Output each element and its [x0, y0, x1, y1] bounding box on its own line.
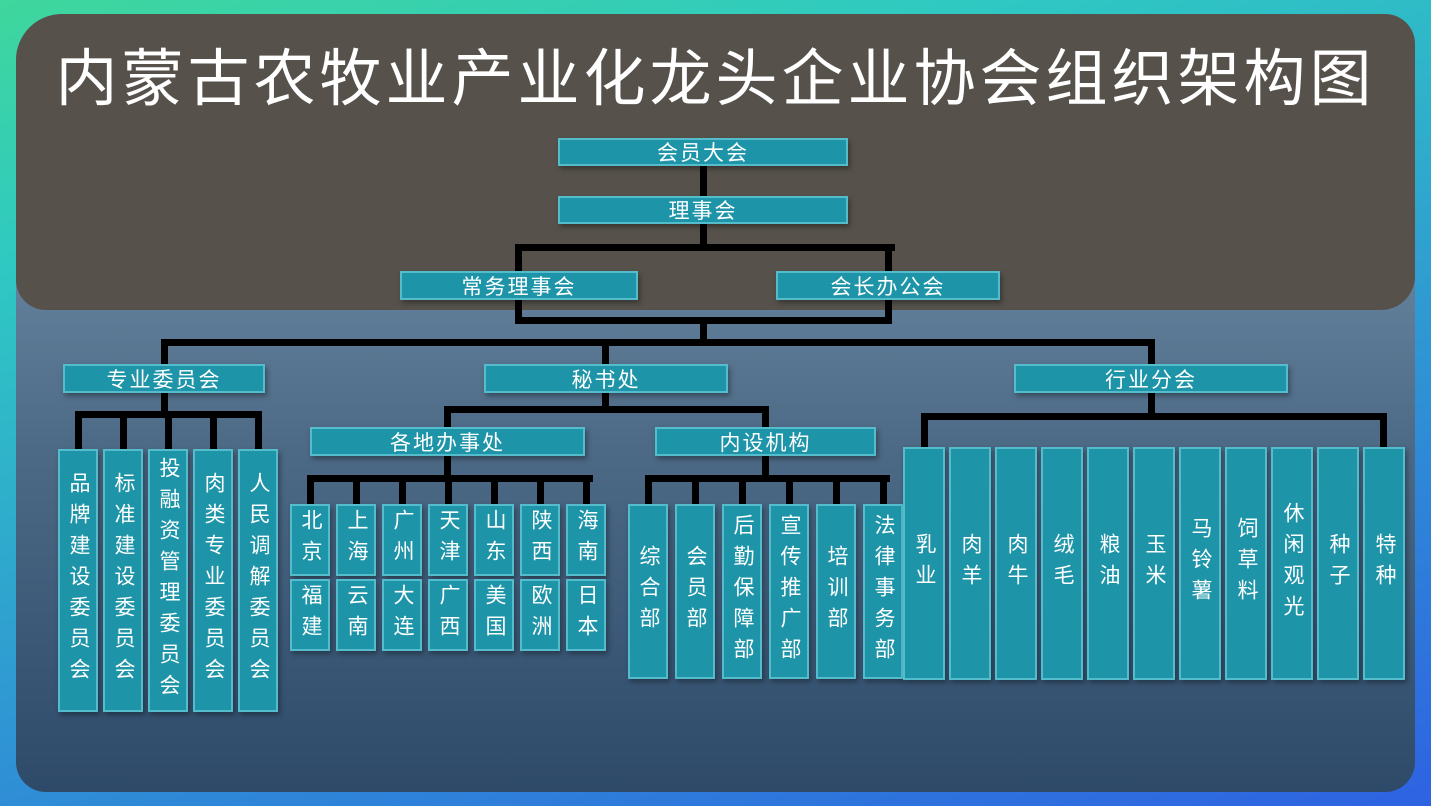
industry-box: 乳业 [903, 447, 945, 680]
industry-box: 肉羊 [949, 447, 991, 680]
office-box: 大连 [382, 579, 422, 651]
connector-line [120, 411, 127, 450]
department-box: 法律事务部 [863, 504, 903, 679]
connector-line [762, 455, 769, 477]
office-box: 美国 [474, 579, 514, 651]
connector-line [444, 406, 451, 428]
connector-line [1380, 413, 1387, 448]
connector-line [786, 475, 793, 505]
connector-line [537, 475, 544, 505]
office-box: 海南 [566, 504, 606, 576]
industry-box: 马铃薯 [1179, 447, 1221, 680]
office-box: 上海 [336, 504, 376, 576]
connector-line [921, 413, 1387, 420]
connector-line [700, 165, 707, 196]
connector-line [645, 475, 652, 505]
connector-line [885, 299, 892, 321]
connector-line [444, 455, 451, 477]
industry-box: 种子 [1317, 447, 1359, 680]
connector-line [255, 411, 262, 450]
committee-box: 投融资管理委员会 [148, 449, 188, 712]
committee-box: 品牌建设委员会 [58, 449, 98, 712]
node-council: 理事会 [558, 196, 848, 224]
office-box: 山东 [474, 504, 514, 576]
connector-line [75, 411, 82, 450]
office-box: 福建 [290, 579, 330, 651]
connector-line [833, 475, 840, 505]
connector-line [491, 475, 498, 505]
connector-line [602, 339, 609, 365]
node-standing-council: 常务理事会 [400, 271, 638, 300]
node-member-assembly: 会员大会 [558, 138, 848, 166]
committee-box: 人民调解委员会 [238, 449, 278, 712]
connector-line [692, 475, 699, 505]
node-regional-offices: 各地办事处 [310, 427, 585, 456]
page-title: 内蒙古农牧业产业化龙头企业协会组织架构图 [55, 45, 1376, 114]
connector-line [353, 475, 360, 505]
industry-box: 绒毛 [1041, 447, 1083, 680]
connector-line [210, 411, 217, 450]
connector-line [700, 223, 707, 247]
node-industry-branches: 行业分会 [1014, 364, 1288, 393]
office-box: 广西 [428, 579, 468, 651]
connector-line [399, 475, 406, 505]
connector-line [515, 244, 895, 251]
office-box: 日本 [566, 579, 606, 651]
department-box: 会员部 [675, 504, 715, 679]
office-box: 北京 [290, 504, 330, 576]
industry-box: 饲草料 [1225, 447, 1267, 680]
office-box: 云南 [336, 579, 376, 651]
office-box: 天津 [428, 504, 468, 576]
connector-line [602, 392, 609, 409]
connector-line [165, 411, 172, 450]
office-box: 欧洲 [520, 579, 560, 651]
connector-line [700, 317, 707, 343]
connector-line [645, 475, 890, 482]
industry-box: 休闲观光 [1271, 447, 1313, 680]
connector-line [921, 413, 928, 448]
connector-line [307, 475, 314, 505]
industry-box: 粮油 [1087, 447, 1129, 680]
industry-box: 特种 [1363, 447, 1405, 680]
connector-line [885, 244, 892, 272]
industry-box: 肉牛 [995, 447, 1037, 680]
connector-line [739, 475, 746, 505]
office-box: 广州 [382, 504, 422, 576]
connector-line [161, 392, 168, 414]
connector-line [515, 299, 522, 321]
office-box: 陕西 [520, 504, 560, 576]
department-box: 宣传推广部 [769, 504, 809, 679]
node-professional-committees: 专业委员会 [63, 364, 265, 393]
connector-line [762, 406, 769, 428]
connector-line [880, 475, 887, 505]
connector-line [583, 475, 590, 505]
department-box: 培训部 [816, 504, 856, 679]
connector-line [515, 244, 522, 272]
department-box: 后勤保障部 [722, 504, 762, 679]
connector-line [161, 339, 168, 365]
committee-box: 肉类专业委员会 [193, 449, 233, 712]
connector-line [444, 406, 769, 413]
connector-line [1148, 392, 1155, 415]
node-president-office: 会长办公会 [776, 271, 1000, 300]
node-internal-organs: 内设机构 [655, 427, 876, 456]
node-secretariat: 秘书处 [484, 364, 728, 393]
connector-line [1148, 339, 1155, 365]
committee-box: 标准建设委员会 [103, 449, 143, 712]
industry-box: 玉米 [1133, 447, 1175, 680]
department-box: 综合部 [628, 504, 668, 679]
connector-line [161, 339, 1155, 346]
connector-line [445, 475, 452, 505]
